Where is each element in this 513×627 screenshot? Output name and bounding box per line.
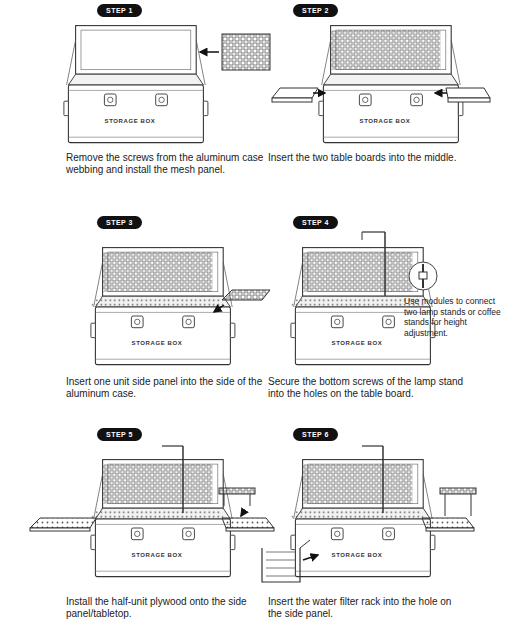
step-label: STEP 5 (106, 431, 133, 438)
step-caption: Secure the bottom screws of the lamp sta… (268, 376, 468, 400)
step-caption: Remove the screws from the aluminum case… (66, 152, 266, 176)
case-print: STORAGE BOX (355, 118, 415, 125)
step-caption: Install the half-unit plywood onto the s… (66, 596, 266, 620)
case-print: STORAGE BOX (127, 340, 187, 347)
step-caption: Insert one unit side panel into the side… (66, 376, 266, 400)
step-label: STEP 2 (302, 7, 329, 14)
step-label: STEP 1 (106, 7, 133, 14)
case-print: STORAGE BOX (127, 552, 187, 559)
step-badge: STEP 5 (97, 428, 142, 441)
step-badge: STEP 6 (293, 428, 338, 441)
case-print: STORAGE BOX (100, 118, 160, 125)
step-badge: STEP 4 (293, 216, 338, 229)
step-label: STEP 3 (106, 219, 133, 226)
case-print: STORAGE BOX (327, 340, 387, 347)
step-badge: STEP 2 (293, 4, 338, 17)
step-label: STEP 6 (302, 431, 329, 438)
callout-note: Use modules to connect two lamp stands o… (404, 296, 508, 338)
step-label: STEP 4 (302, 219, 329, 226)
step-caption: Insert the two table boards into the mid… (268, 152, 468, 164)
step-badge: STEP 1 (97, 4, 142, 17)
case-print: STORAGE BOX (327, 552, 387, 559)
step-caption: Insert the water filter rack into the ho… (268, 596, 468, 620)
step-badge: STEP 3 (97, 216, 142, 229)
